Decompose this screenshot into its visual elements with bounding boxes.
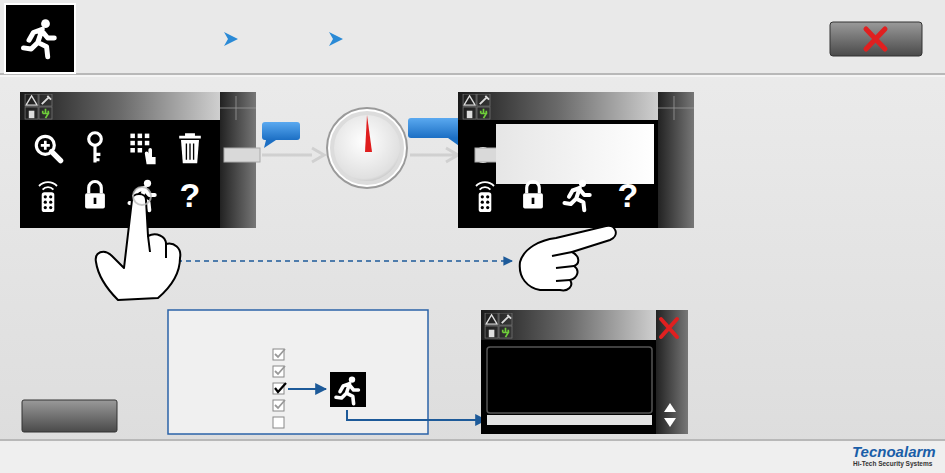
help-icon: ? — [180, 178, 201, 212]
help-icon: ? — [618, 178, 639, 212]
brand-tagline: Hi-Tech Security Systems — [853, 461, 932, 468]
brand-logo: Tecnoalarm — [852, 444, 936, 459]
